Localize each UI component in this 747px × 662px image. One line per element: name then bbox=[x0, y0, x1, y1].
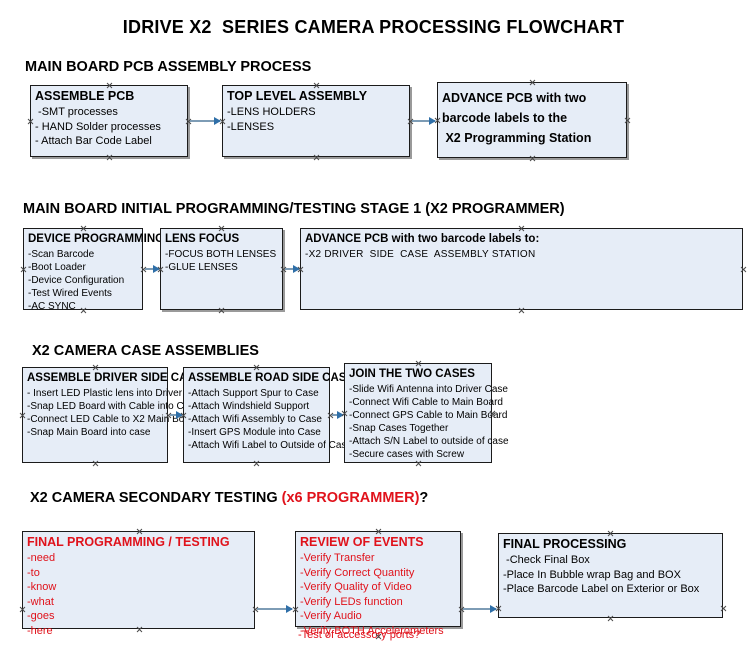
flow-box-line: -know bbox=[27, 581, 57, 593]
flow-box-lens-focus[interactable]: LENS FOCUS -FOCUS BOTH LENSES -GLUE LENS… bbox=[160, 228, 283, 310]
flow-box-line: -FOCUS BOTH LENSES bbox=[165, 249, 277, 260]
arrowhead-icon bbox=[429, 116, 436, 125]
flow-box-line: - Attach Bar Code Label bbox=[35, 135, 152, 147]
flow-box-line: -LENS HOLDERS bbox=[227, 106, 316, 118]
flow-box-final-programming-testing[interactable]: FINAL PROGRAMMING / TESTING -need -to -k… bbox=[22, 531, 255, 637]
flow-box-line: -GLUE LENSES bbox=[165, 262, 238, 273]
flow-box-advance-pcb-programming-station[interactable]: ADVANCE PCB with two barcode labels to t… bbox=[437, 82, 627, 158]
flow-box-line: -Secure cases with Screw bbox=[349, 449, 465, 460]
flow-box-title: ASSEMBLE DRIVER SIDE CASE bbox=[27, 372, 203, 384]
flow-box-line: -Device Configuration bbox=[28, 275, 125, 286]
flow-box-line: -Slide Wifi Antenna into Driver Case bbox=[349, 384, 508, 395]
flow-box-advance-pcb-driver-side-station[interactable]: ADVANCE PCB with two barcode labels to: … bbox=[300, 228, 743, 310]
connector-arrow bbox=[332, 410, 344, 419]
connector-arrow bbox=[170, 410, 183, 419]
flow-box-line: -need bbox=[27, 552, 56, 564]
section-heading-main-board-initial-programming: MAIN BOARD INITIAL PROGRAMMING/TESTING S… bbox=[23, 201, 565, 217]
flow-box-line: -Snap Main Board into case bbox=[27, 427, 151, 438]
flow-box-line: -Verify Transfer bbox=[300, 552, 375, 564]
flow-box-line: -Snap LED Board with Cable into Case bbox=[27, 401, 200, 412]
connector-arrow bbox=[190, 116, 221, 125]
section-heading-suffix: ? bbox=[419, 490, 429, 506]
section-heading-text: X2 CAMERA SECONDARY TESTING bbox=[30, 490, 282, 506]
flow-box-line: -goes bbox=[27, 610, 55, 622]
connector-arrow bbox=[285, 264, 300, 273]
flow-box-overflow-line: -Test of accessory ports? bbox=[298, 629, 421, 641]
flow-box-title: FINAL PROGRAMMING / TESTING bbox=[27, 535, 230, 549]
flow-box-assemble-pcb[interactable]: ASSEMBLE PCB -SMT processes - HAND Solde… bbox=[30, 85, 188, 157]
flow-box-final-processing[interactable]: FINAL PROCESSING -Check Final Box -Place… bbox=[498, 533, 723, 618]
flow-box-line: -Attach Wifi Label to Outside of Case bbox=[188, 440, 352, 451]
flow-box-title: ASSEMBLE PCB bbox=[35, 89, 135, 103]
flow-box-line: -Place Barcode Label on Exterior or Box bbox=[503, 583, 700, 595]
flow-box-line: -Place In Bubble wrap Bag and BOX bbox=[503, 568, 681, 581]
section-heading-x2-camera-case-assemblies: X2 CAMERA CASE ASSEMBLIES bbox=[32, 343, 259, 359]
flow-box-line: -to bbox=[27, 566, 40, 579]
flow-box-line: -X2 DRIVER SIDE CASE ASSEMBLY STATION bbox=[305, 249, 536, 260]
flow-box-assemble-driver-side-case[interactable]: ASSEMBLE DRIVER SIDE CASE - Insert LED P… bbox=[22, 367, 209, 463]
arrowhead-icon bbox=[286, 604, 293, 613]
flow-box-line: -Attach Support Spur to Case bbox=[188, 388, 319, 399]
flow-box-join-the-two-cases[interactable]: JOIN THE TWO CASES -Slide Wifi Antenna i… bbox=[344, 363, 509, 463]
arrowhead-icon bbox=[214, 116, 221, 125]
flow-box-line: -Insert GPS Module into Case bbox=[188, 427, 321, 438]
flow-box-line: -Snap Cases Together bbox=[349, 423, 449, 434]
section-heading-accent: (x6 PROGRAMMER) bbox=[281, 490, 420, 506]
flow-box-line: -LENSES bbox=[227, 120, 275, 133]
arrowhead-icon bbox=[176, 410, 183, 419]
flow-box-title: TOP LEVEL ASSEMBLY bbox=[227, 89, 368, 103]
flow-box-line: - Insert LED Plastic lens into Driver Ca… bbox=[27, 388, 209, 399]
section-heading-x2-camera-secondary-testing: X2 CAMERA SECONDARY TESTING (x6 PROGRAMM… bbox=[30, 490, 428, 506]
flow-box-title: ASSEMBLE ROAD SIDE CASE bbox=[188, 372, 355, 384]
flow-box-title: ADVANCE PCB with two barcode labels to: bbox=[305, 233, 540, 245]
section-heading-main-board-pcb-assembly: MAIN BOARD PCB ASSEMBLY PROCESS bbox=[25, 59, 312, 75]
flow-box-line: -Test Wired Events bbox=[28, 288, 112, 299]
flow-box-line: -Verify Correct Quantity bbox=[300, 566, 415, 579]
arrowhead-icon bbox=[490, 604, 497, 613]
flow-box-line: -Check Final Box bbox=[503, 554, 590, 566]
flow-box-line: -Scan Barcode bbox=[28, 249, 95, 260]
flow-box-line: -Verify LEDs function bbox=[300, 595, 403, 608]
flow-box-line: -what bbox=[27, 595, 54, 608]
flow-box-device-programming[interactable]: DEVICE PROGRAMMING -Scan Barcode -Boot L… bbox=[23, 228, 165, 312]
flow-box-assemble-road-side-case[interactable]: ASSEMBLE ROAD SIDE CASE -Attach Support … bbox=[183, 367, 355, 463]
flow-box-line: -Verify Quality of Video bbox=[300, 581, 412, 593]
flow-box-line: -Connect Wifi Cable to Main Board bbox=[349, 397, 503, 408]
flow-box-line: -Connect GPS Cable to Main Board bbox=[349, 410, 508, 421]
flow-box-line: -here bbox=[27, 624, 53, 637]
flow-box-line: -Connect LED Cable to X2 Main Board bbox=[27, 414, 199, 425]
flow-box-line: -Attach Wifi Assembly to Case bbox=[188, 414, 322, 425]
connector-arrow bbox=[257, 604, 293, 613]
flow-box-line: - HAND Solder processes bbox=[35, 120, 161, 133]
flow-box-line: -Attach Windshield Support bbox=[188, 401, 310, 412]
flow-box-title: LENS FOCUS bbox=[165, 233, 240, 245]
arrowhead-icon bbox=[153, 264, 160, 273]
arrowhead-icon bbox=[337, 410, 344, 419]
flow-box-line: -Attach S/N Label to outside of case bbox=[349, 436, 509, 447]
connector-arrow bbox=[463, 604, 497, 613]
flow-box-title: DEVICE PROGRAMMING bbox=[28, 233, 165, 245]
flow-box-title: FINAL PROCESSING bbox=[503, 537, 627, 551]
connector-arrow bbox=[145, 264, 160, 273]
flow-box-line: -SMT processes bbox=[35, 106, 118, 118]
flow-box-line: -Verify BOTH Accelerometers bbox=[300, 624, 444, 637]
page-title: IDRIVE X2 SERIES CAMERA PROCESSING FLOWC… bbox=[122, 17, 625, 37]
arrowhead-icon bbox=[293, 264, 300, 273]
flow-box-line: -Verify Audio bbox=[300, 610, 362, 622]
connector-arrow bbox=[412, 116, 436, 125]
flow-box-review-of-events[interactable]: REVIEW OF EVENTS -Verify Transfer -Verif… bbox=[295, 531, 461, 637]
flow-box-title: ADVANCE PCB with two barcode labels to t… bbox=[442, 91, 592, 145]
flow-box-top-level-assembly[interactable]: TOP LEVEL ASSEMBLY -LENS HOLDERS -LENSES bbox=[222, 85, 410, 157]
flow-box-line: -Boot Loader bbox=[28, 262, 86, 273]
flow-box-title: REVIEW OF EVENTS bbox=[300, 535, 424, 549]
flow-box-title: JOIN THE TWO CASES bbox=[349, 368, 475, 380]
flow-box-line: -AC SYNC bbox=[28, 301, 76, 312]
